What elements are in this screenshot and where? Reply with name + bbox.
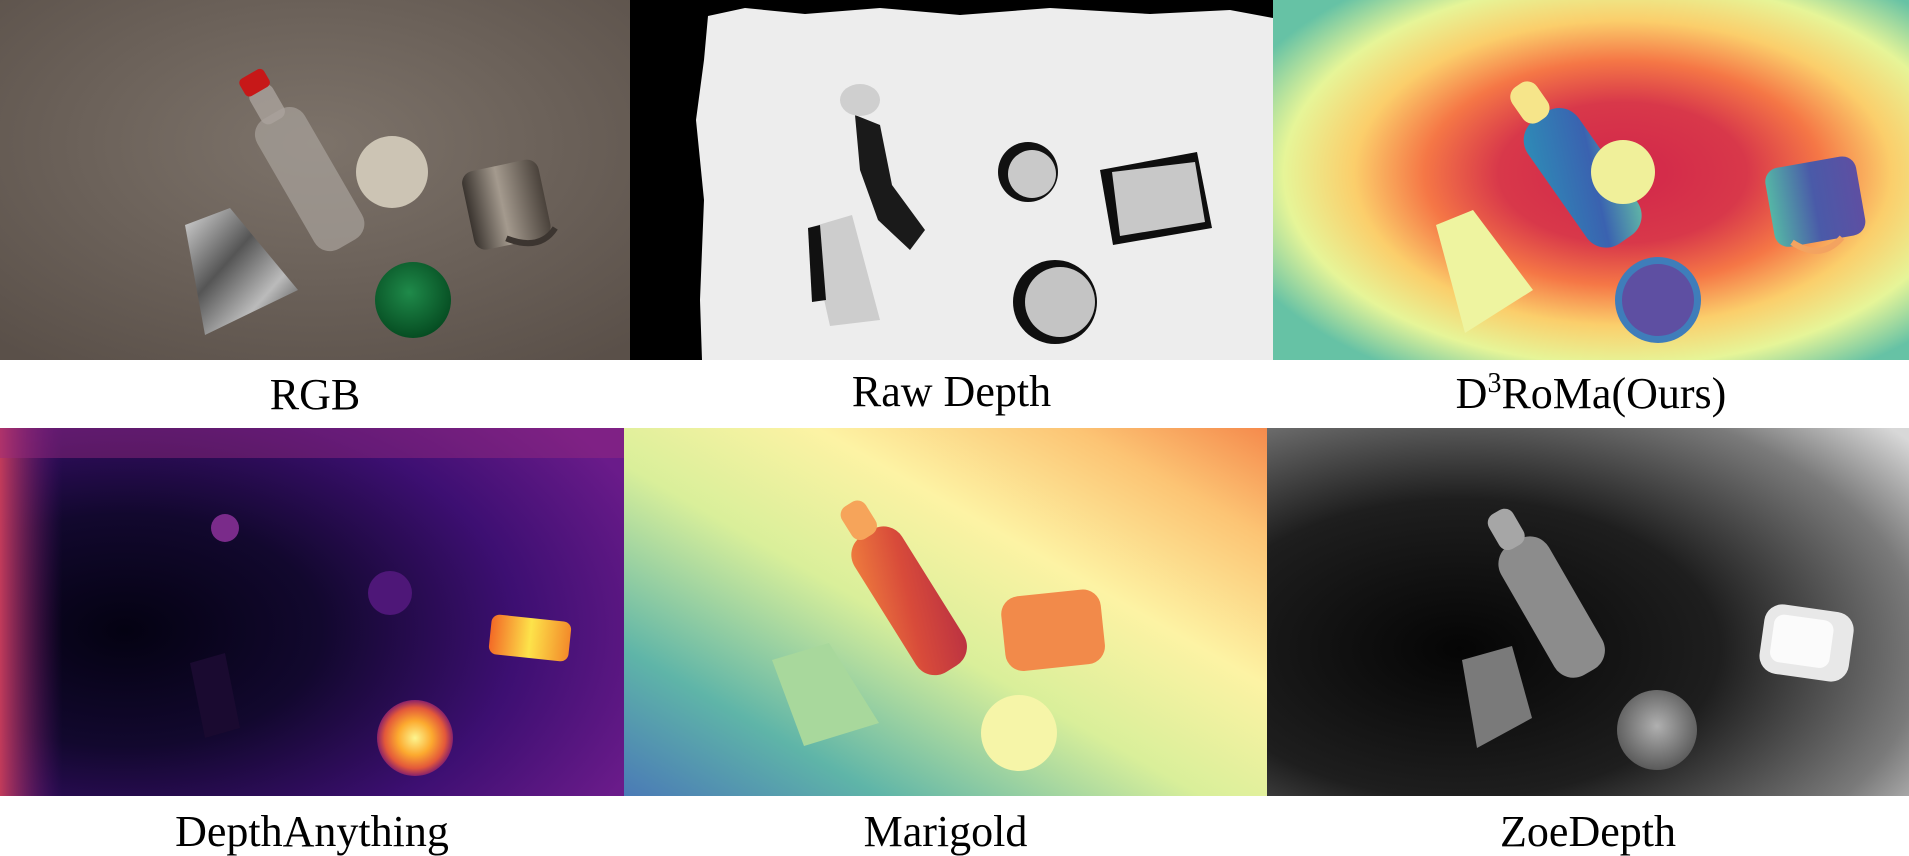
panel-raw-depth: Raw Depth [630,0,1273,420]
panel-label-marigold: Marigold [863,807,1028,856]
panel-label-d3roma: D3RoMa(Ours) [1455,368,1727,418]
rgb-image [0,0,630,360]
raw-depth-image [630,0,1273,360]
zoedepth-image [1267,428,1909,796]
panel-label-raw-depth: Raw Depth [851,367,1052,416]
panel-depth-anything: DepthAnything [0,428,624,855]
panel-label-rgb: RGB [269,370,361,419]
d3roma-depth-image [1273,0,1909,360]
marigold-image [624,428,1267,796]
depth-anything-image [0,428,624,796]
panel-marigold: Marigold [624,428,1267,855]
panel-rgb: RGB [0,0,630,420]
panel-label-zoedepth: ZoeDepth [1500,807,1676,856]
panel-zoedepth: ZoeDepth [1267,428,1909,855]
panel-label-depth-anything: DepthAnything [175,807,449,856]
panel-d3roma: D3RoMa(Ours) [1273,0,1909,420]
